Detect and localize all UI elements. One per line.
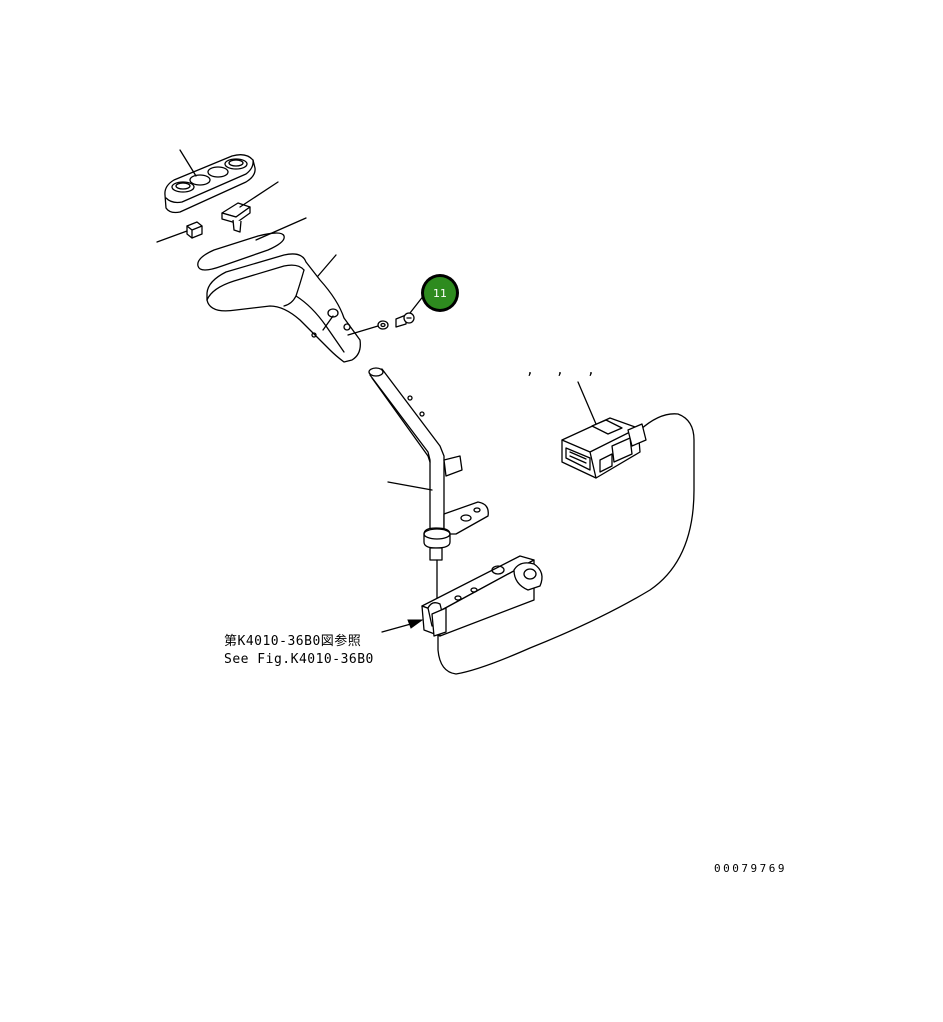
punctuation-mark-3: , [587, 363, 595, 378]
reference-note-en: See Fig.K4010-36B0 [224, 652, 374, 667]
lever-rod-part [368, 367, 489, 561]
gasket-part [197, 232, 285, 271]
callout-number: 11 [433, 287, 447, 300]
reference-note-jp: 第K4010-36B0図参照 [224, 633, 361, 649]
drawing-number: 00079769 [714, 862, 787, 875]
reference-arrow [381, 619, 424, 633]
leader-gasket [255, 217, 307, 241]
switch-tab-part [221, 202, 251, 233]
screw-part [395, 312, 415, 328]
bracket-part [421, 555, 543, 637]
harness-wire [437, 413, 695, 675]
leader-grip-body [317, 254, 337, 277]
leader-small-nut [156, 230, 188, 243]
leader-lever-rod [387, 481, 433, 491]
switch-plate-part [164, 154, 256, 214]
screw-axis-line [347, 325, 379, 336]
leader-switch-plate [179, 149, 197, 177]
small-nut-part [186, 221, 203, 239]
callout-badge-fill [424, 277, 456, 309]
punctuation-mark-1: , [526, 363, 534, 378]
grip-body-part [206, 253, 361, 363]
connector-part [561, 417, 647, 479]
callout-badge-11[interactable]: 11 [421, 274, 459, 312]
leader-switch-tab [239, 181, 279, 208]
leader-connector [577, 381, 597, 425]
punctuation-mark-2: , [556, 363, 564, 378]
washer-part [377, 320, 389, 330]
